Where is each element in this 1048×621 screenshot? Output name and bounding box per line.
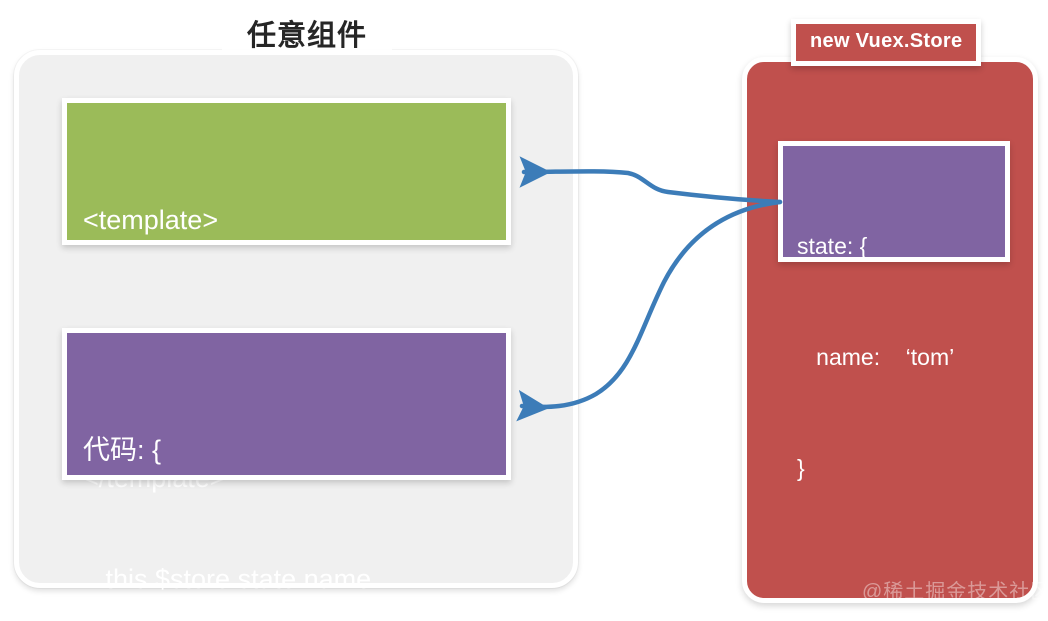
state-code-line-1: state: { [797,233,868,259]
page-title: 任意组件 [222,18,392,54]
state-code-block: state: { name: ‘tom’ } [778,141,1010,481]
template-code-block: <template> {{ $store.state.name}} </temp… [62,98,511,493]
watermark-text: @稀土掘金技术社区 [862,581,1048,603]
method-code-line-1: 代码: { [83,435,162,465]
store-tag-label: new Vuex.Store [791,19,982,66]
method-code-line-2: this.$store.state.name [83,564,372,594]
template-code-line-1: <template> [83,205,219,235]
state-code-line-3: } [797,455,805,481]
method-code-block: 代码: { this.$store.state.name } [62,328,511,594]
state-code-line-2: name: ‘tom’ [797,344,955,370]
